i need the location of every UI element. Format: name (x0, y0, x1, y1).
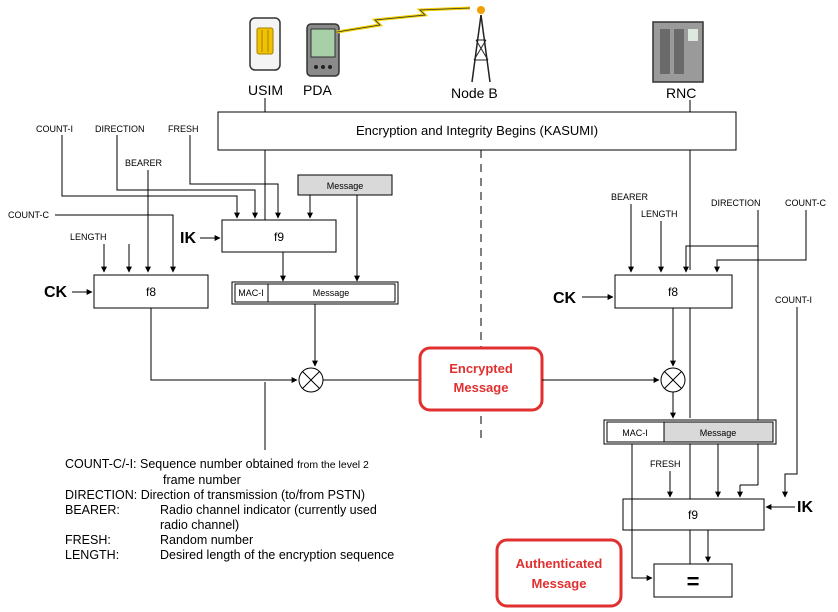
legend-row-bearer-cont: radio channel) (65, 518, 485, 533)
authenticated-message-line2: Message (532, 576, 587, 591)
left-f9-label: f9 (274, 230, 284, 244)
legend-desc: Random number (160, 533, 254, 547)
legend-term: FRESH: (65, 533, 111, 547)
left-label-direction: DIRECTION (95, 124, 145, 134)
authenticated-message-line1: Authenticated (516, 556, 603, 571)
right-xor-icon (660, 367, 686, 393)
right-label-fresh: FRESH (650, 459, 681, 469)
usim-icon (249, 17, 281, 71)
encrypted-message-line1: Encrypted (449, 361, 513, 376)
legend-desc-cont: frame number (163, 473, 241, 487)
legend-indent (65, 518, 160, 533)
left-label-count-i: COUNT-I (36, 124, 73, 134)
legend-desc-main: Sequence number obtained (140, 457, 294, 471)
right-mac-i-label: MAC-I (622, 428, 648, 438)
legend-term: DIRECTION: (65, 488, 138, 502)
legend-row-count-cont: frame number (65, 473, 485, 488)
right-label-bearer: BEARER (611, 192, 649, 202)
right-label-count-c: COUNT-C (785, 198, 826, 208)
right-label-direction: DIRECTION (711, 198, 761, 208)
device-label-rnc: RNC (666, 85, 696, 101)
legend-desc: Direction of transmission (to/from PSTN) (140, 488, 366, 502)
server-rack-icon (652, 21, 704, 83)
legend-term: BEARER: (65, 503, 120, 517)
left-mac-message-label: Message (313, 288, 350, 298)
legend-row-direction: DIRECTION: Direction of transmission (to… (65, 488, 485, 503)
left-ck-label: CK (44, 284, 68, 301)
legend-row-count: COUNT-C/-I: Sequence number obtained fro… (65, 457, 485, 473)
right-ck-label: CK (553, 290, 577, 307)
antenna-tower-icon (471, 6, 491, 83)
left-label-count-c: COUNT-C (8, 210, 49, 220)
authenticated-message-box (495, 538, 623, 608)
right-f9-label: f9 (688, 508, 698, 522)
left-label-bearer: BEARER (125, 158, 163, 168)
compare-equals-label: = (687, 569, 700, 594)
left-ik-label: IK (180, 230, 196, 247)
left-f8-box (93, 274, 209, 309)
device-label-usim: USIM (248, 82, 283, 98)
lightning-icon (336, 6, 471, 34)
left-message-box (297, 174, 393, 196)
encrypted-message-box (418, 346, 544, 412)
left-mac-i-label: MAC-I (238, 288, 264, 298)
legend-row-bearer: BEARER: Radio channel indicator (current… (65, 503, 485, 518)
legend-term: LENGTH: (65, 548, 120, 562)
legend-desc: Desired length of the encryption sequenc… (160, 548, 395, 562)
legend-row-fresh: FRESH: Random number (65, 533, 485, 548)
right-ik-label: IK (797, 499, 813, 516)
left-label-fresh: FRESH (168, 124, 199, 134)
right-f8-label: f8 (668, 285, 678, 299)
pda-icon (306, 23, 340, 77)
right-mac-message-label: Message (700, 428, 737, 438)
legend-desc: Sequence number obtained from the level … (140, 457, 485, 473)
kasumi-banner-label: Encryption and Integrity Begins (KASUMI) (356, 123, 598, 138)
legend-term: COUNT-C/-I: (65, 457, 137, 471)
right-label-length: LENGTH (641, 209, 678, 219)
device-label-pda: PDA (303, 82, 332, 98)
left-xor-icon (298, 367, 324, 393)
left-message-label: Message (327, 181, 364, 191)
legend-indent (65, 473, 163, 488)
compare-equals-box (653, 563, 733, 598)
encrypted-message-line2: Message (454, 380, 509, 395)
right-label-count-i: COUNT-I (775, 295, 812, 305)
left-f8-label: f8 (146, 285, 156, 299)
left-label-length: LENGTH (70, 232, 107, 242)
right-f9-box (622, 498, 765, 531)
legend-row-length: LENGTH: Desired length of the encryption… (65, 548, 485, 563)
legend-desc-small: from the level 2 (297, 459, 369, 471)
legend: COUNT-C/-I: Sequence number obtained fro… (65, 457, 485, 563)
device-label-node-b: Node B (451, 85, 498, 101)
legend-desc-cont: radio channel) (160, 518, 240, 532)
kasumi-banner (217, 111, 737, 151)
legend-desc: Radio channel indicator (currently used (160, 503, 377, 517)
left-f9-box (221, 219, 337, 253)
